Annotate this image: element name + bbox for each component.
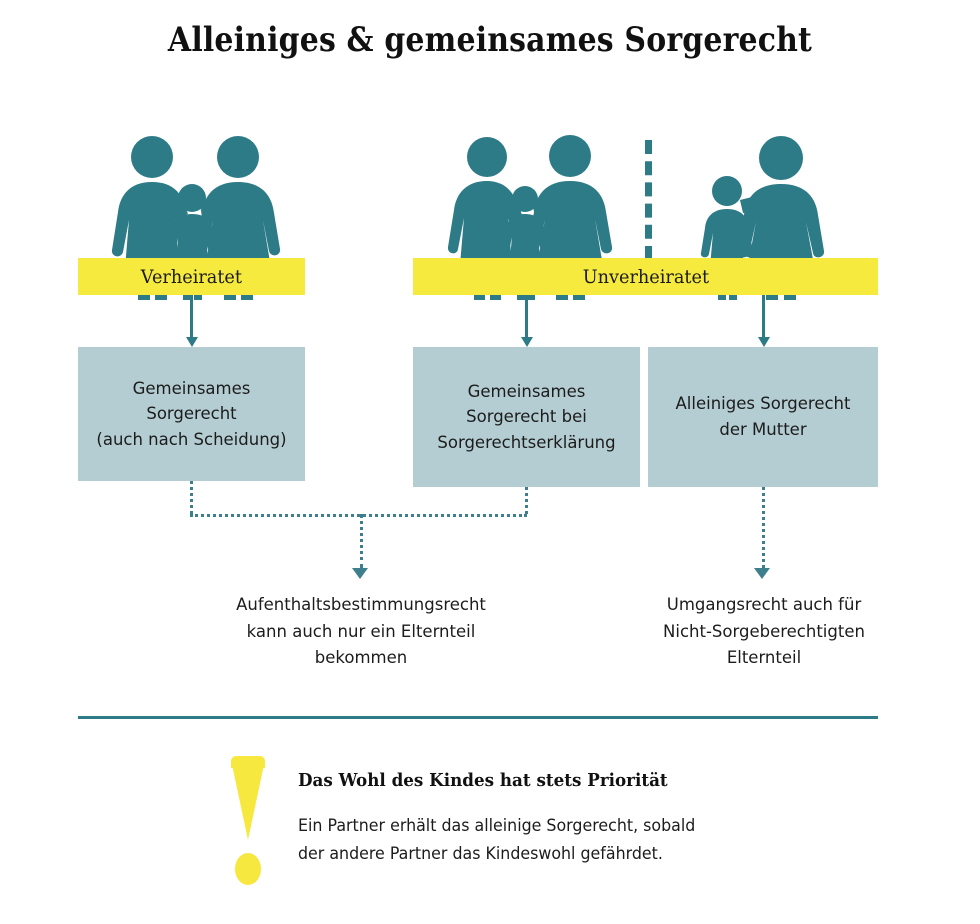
- status-bar-label: Verheiratet: [140, 265, 243, 288]
- outcome-box-alleiniges-sorgerecht-mutter[interactable]: Alleiniges Sorgerecht der Mutter: [648, 347, 878, 487]
- caption-umgangsrecht: Umgangsrecht auch für Nicht-Sorgeberecht…: [663, 595, 865, 668]
- dotted-connector-left: [190, 481, 193, 514]
- status-bar-unverheiratet[interactable]: Unverheiratet: [413, 258, 878, 295]
- footer-body: Ein Partner erhält das alleinige Sorgere…: [298, 816, 696, 864]
- dotted-connector-merge: [360, 514, 363, 568]
- status-bar-verheiratet[interactable]: Verheiratet: [78, 258, 305, 295]
- status-bar-label: Unverheiratet: [582, 265, 709, 288]
- dotted-connector-right: [762, 487, 765, 568]
- footer-heading: Das Wohl des Kindes hat stets Priorität: [298, 770, 668, 791]
- arrow-down-icon: [525, 295, 528, 338]
- outcome-box-gemeinsames-sorgerecht[interactable]: Gemeinsames Sorgerecht (auch nach Scheid…: [78, 347, 305, 481]
- outcome-box-sorgerechtserklaerung[interactable]: Gemeinsames Sorgerecht bei Sorgerechtser…: [413, 347, 640, 487]
- arrow-down-icon: [352, 568, 368, 579]
- exclamation-mark-icon: [228, 756, 268, 885]
- dotted-connector-middle: [525, 487, 528, 514]
- arrow-down-icon: [190, 295, 193, 338]
- outcome-box-label: Alleiniges Sorgerecht der Mutter: [675, 394, 851, 439]
- arrow-down-icon: [754, 568, 770, 579]
- outcome-box-label: Gemeinsames Sorgerecht bei Sorgerechtser…: [437, 381, 616, 452]
- caption-aufenthaltsbestimmungsrecht: Aufenthaltsbestimmungsrecht kann auch nu…: [236, 595, 486, 668]
- dotted-bracket: [190, 514, 527, 517]
- outcome-box-label: Gemeinsames Sorgerecht (auch nach Scheid…: [96, 378, 287, 449]
- page-title: Alleiniges & gemeinsames Sorgerecht: [167, 20, 813, 60]
- footer-divider: [78, 716, 878, 719]
- group-divider-dashed: [645, 140, 652, 260]
- arrow-down-icon: [762, 295, 765, 338]
